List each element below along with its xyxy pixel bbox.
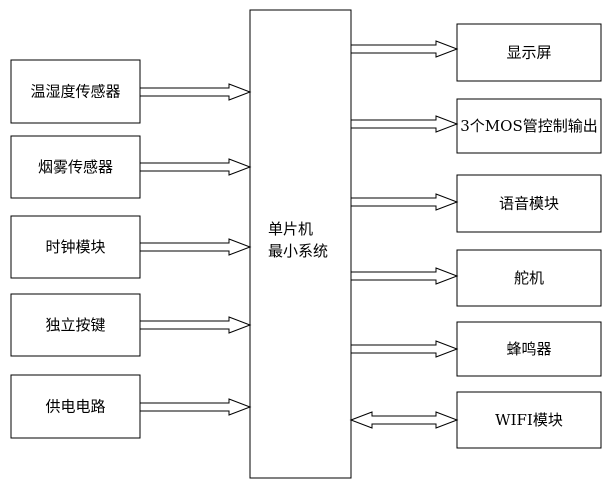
output-module-buzzer: 蜂鸣器 bbox=[456, 321, 602, 377]
input-module-label: 独立按键 bbox=[45, 316, 105, 334]
mcu-label-line2: 最小系统 bbox=[268, 242, 328, 260]
output-module-label: 显示屏 bbox=[506, 44, 551, 62]
input-module-temp-humidity-sensor: 温湿度传感器 bbox=[10, 59, 141, 124]
output-module-voice: 语音模块 bbox=[456, 174, 602, 233]
input-module-smoke-sensor: 烟雾传感器 bbox=[10, 135, 141, 199]
arrow-temp-humidity-to-mcu bbox=[139, 83, 252, 101]
arrow-buttons-to-mcu bbox=[139, 316, 252, 334]
input-module-power-supply: 供电电路 bbox=[10, 374, 141, 439]
arrow-smoke-to-mcu bbox=[139, 158, 252, 176]
output-module-label: 舵机 bbox=[514, 269, 544, 287]
input-module-buttons: 独立按键 bbox=[10, 293, 141, 357]
input-module-label: 时钟模块 bbox=[45, 238, 105, 256]
arrow-power-to-mcu bbox=[139, 398, 252, 416]
input-module-clock: 时钟模块 bbox=[10, 215, 141, 279]
output-module-display: 显示屏 bbox=[456, 23, 602, 82]
mcu-block: 单片机 最小系统 bbox=[249, 9, 352, 479]
mcu-label-line1: 单片机 bbox=[268, 220, 313, 238]
output-module-mos-outputs: 3个MOS管控制输出 bbox=[456, 98, 602, 154]
output-module-wifi: WIFI模块 bbox=[456, 391, 602, 449]
output-module-label: 蜂鸣器 bbox=[506, 340, 551, 358]
arrow-mcu-to-display bbox=[350, 40, 459, 58]
output-module-label: 3个MOS管控制输出 bbox=[460, 117, 597, 135]
arrow-mcu-wifi-bidirectional bbox=[349, 411, 459, 429]
arrow-mcu-to-voice bbox=[350, 193, 459, 211]
arrow-mcu-to-mos-outputs bbox=[350, 115, 459, 133]
arrow-mcu-to-servo bbox=[350, 267, 459, 285]
input-module-label: 供电电路 bbox=[45, 398, 105, 416]
input-module-label: 温湿度传感器 bbox=[30, 83, 120, 101]
output-module-label: 语音模块 bbox=[499, 195, 559, 213]
arrow-clock-to-mcu bbox=[139, 238, 252, 256]
arrow-mcu-to-buzzer bbox=[350, 340, 459, 358]
input-module-label: 烟雾传感器 bbox=[38, 158, 113, 176]
output-module-label: WIFI模块 bbox=[495, 411, 563, 429]
output-module-servo: 舵机 bbox=[456, 249, 602, 307]
